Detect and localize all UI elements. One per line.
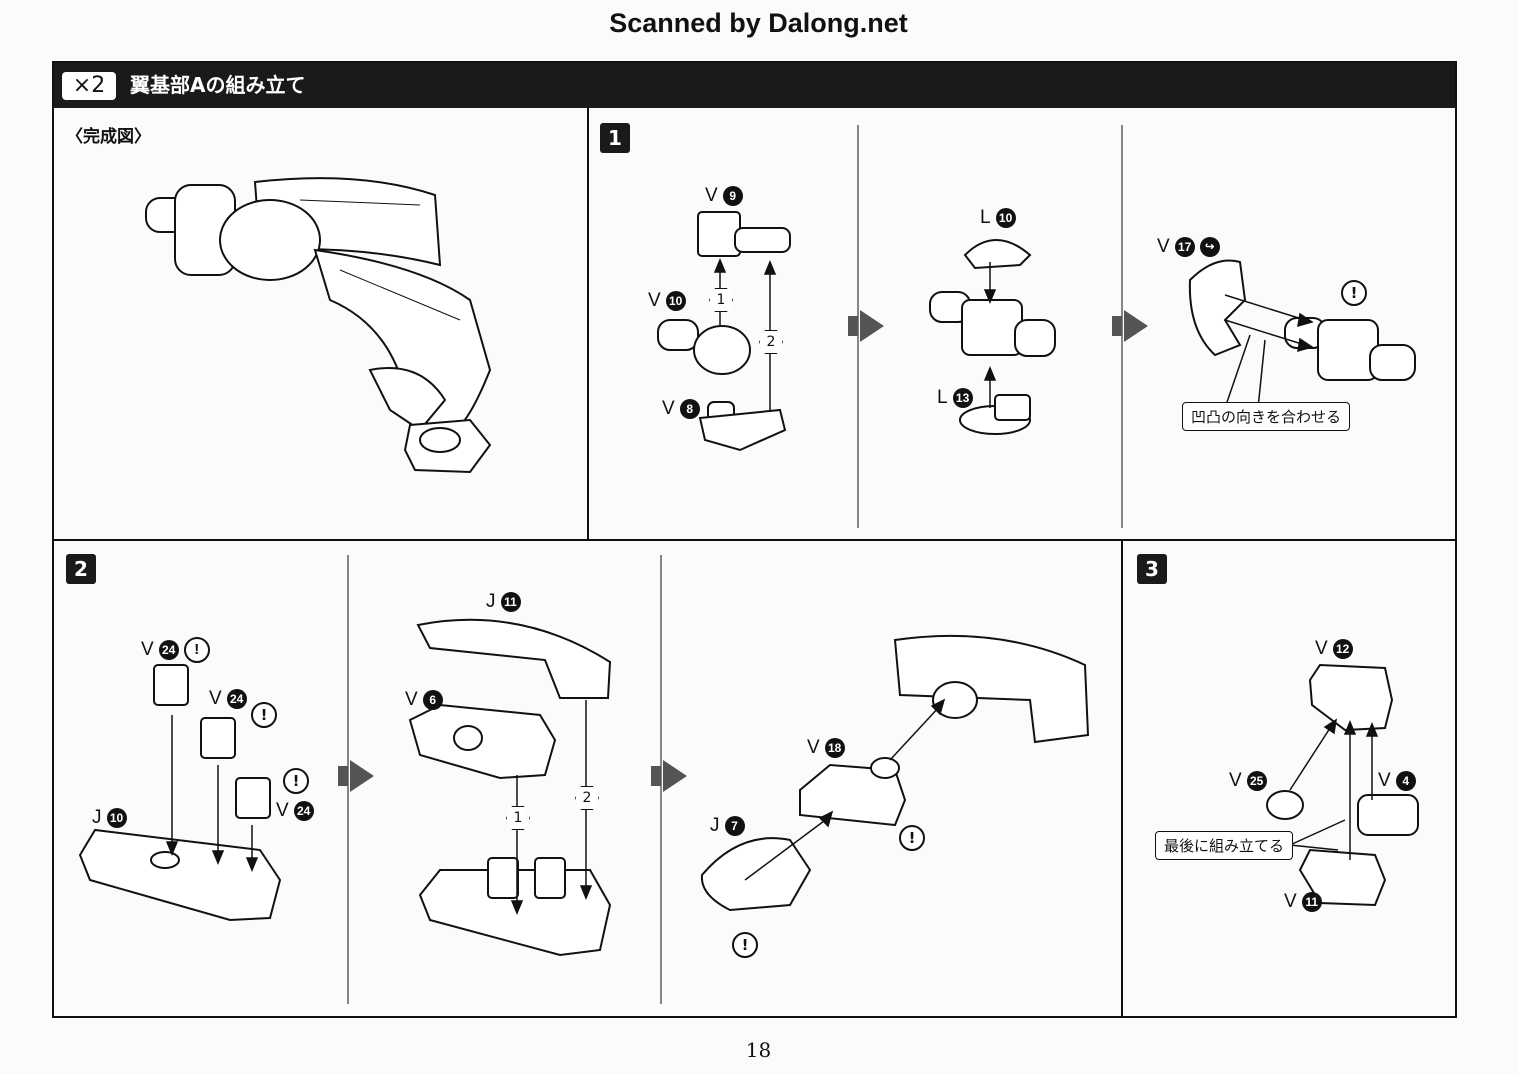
header-bar: [54, 63, 1455, 108]
order-marker: 2: [575, 786, 599, 810]
step-number: 1: [600, 123, 630, 153]
caution-icon: !: [183, 637, 210, 663]
step1-assembly-illustration: [657, 211, 791, 452]
step3-illustration: [1266, 663, 1419, 907]
step1-cover-illustration: [1188, 259, 1416, 381]
caution-icon: !: [283, 768, 309, 794]
next-arrow-icon: [651, 760, 687, 792]
section-title: 翼基部Aの組み立て: [130, 73, 306, 97]
step1-subassembly-illustration: [929, 239, 1056, 435]
next-arrow-icon: [1112, 310, 1148, 342]
completed-model-illustration: [145, 177, 492, 474]
completed-label: 〈完成図〉: [66, 127, 151, 147]
step2-frame-illustration: [408, 618, 612, 957]
page-number: 18: [745, 1038, 772, 1062]
final-assembly-note: 最後に組み立てる: [1155, 831, 1294, 860]
next-arrow-icon: [848, 310, 884, 342]
order-marker: 2: [759, 330, 783, 354]
caution-icon: !: [1341, 280, 1367, 306]
next-arrow-icon: [338, 760, 374, 792]
order-marker: 1: [709, 288, 733, 312]
watermark: Scanned by Dalong.net: [609, 8, 908, 38]
hook-icon: ↪: [1199, 237, 1220, 257]
instruction-sheet: [52, 61, 1457, 1018]
order-marker: 1: [506, 806, 530, 830]
step-number: 2: [66, 554, 96, 584]
multiplier-badge: ×2: [62, 72, 116, 100]
caution-icon: !: [732, 932, 758, 958]
step-number: 3: [1137, 554, 1167, 584]
alignment-note: 凹凸の向きを合わせる: [1182, 402, 1351, 431]
caution-icon: !: [899, 825, 925, 851]
caution-icon: !: [251, 702, 277, 728]
step2-cover-illustration: [700, 634, 1090, 912]
step2-base-illustration: [78, 664, 282, 922]
